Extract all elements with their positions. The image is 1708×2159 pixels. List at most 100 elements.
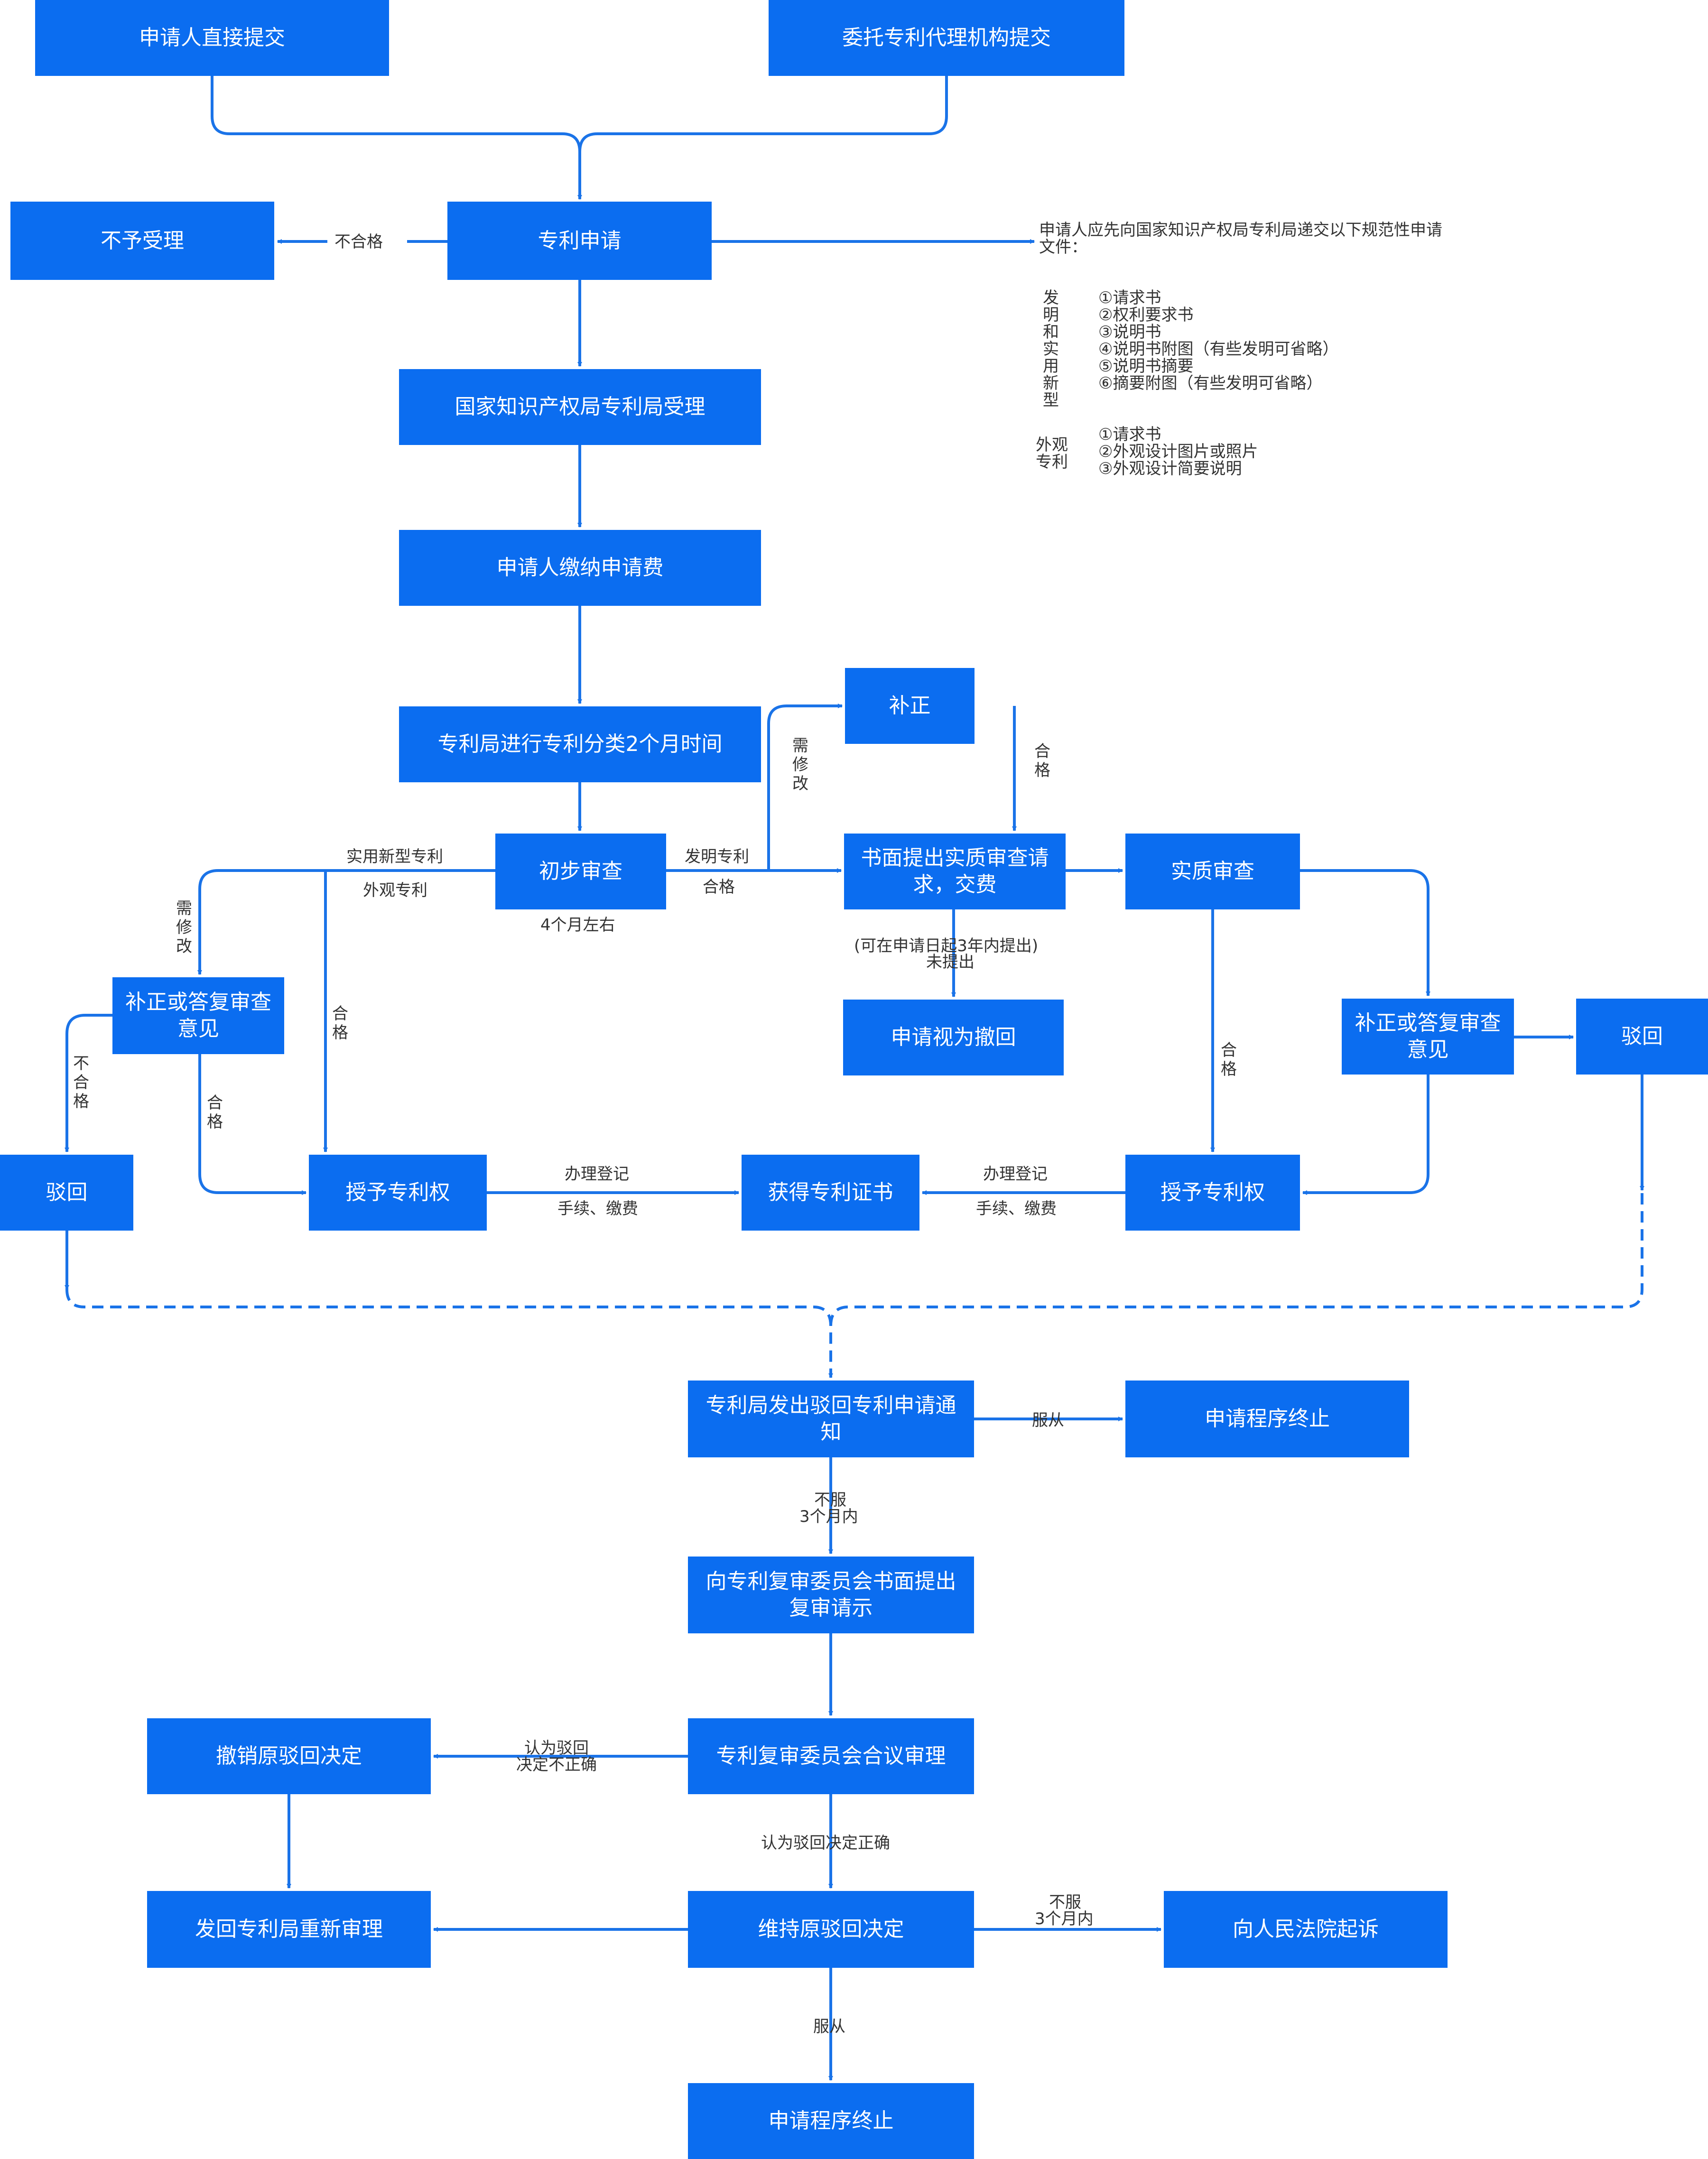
substantive-exam-label: 实质审查 <box>1171 859 1254 883</box>
office-accept-box: 国家知识产权局专利局受理 <box>399 369 761 445</box>
invention-category: 发 明 和 实 用 新 型 <box>1043 288 1059 410</box>
three-months-2-label: 3个月内 <box>1035 1909 1094 1928</box>
design-patent-label: 外观专利 <box>363 881 427 900</box>
documents-intro: 申请人应先向国家知识产权局专利局递交以下规范性申请文件： <box>1039 221 1442 257</box>
unqualified-label: 不合格 <box>334 232 383 251</box>
not-accepted-box: 不予受理 <box>10 202 274 280</box>
revoke-decision-box: 撤销原驳回决定 <box>147 1718 431 1794</box>
review-request-box: 向专利复审委员会书面提出复审请示 <box>688 1557 974 1633</box>
review-request-label: 向专利复审委员会书面提出复审请示 <box>705 1569 956 1620</box>
board-review-box: 专利复审委员会合议审理 <box>688 1718 974 1794</box>
wire-agent-to-apply <box>578 76 948 152</box>
revoke-decision-label: 撤销原驳回决定 <box>216 1744 362 1768</box>
patent-apply-label: 专利申请 <box>538 228 622 253</box>
qualified-top-label: 合 格 <box>1034 742 1050 780</box>
invention-documents-list: ①请求书 ②权利要求书 ③说明书 ④说明书附图（有些发明可省略） ⑤说明书摘要 … <box>1098 288 1339 393</box>
classify-label: 专利局进行专利分类2个月时间 <box>437 732 723 756</box>
pay-fee-box: 申请人缴纳申请费 <box>399 530 761 606</box>
maintain-decision-label: 维持原驳回决定 <box>758 1917 904 1941</box>
deemed-withdrawn-box: 申请视为撤回 <box>843 1000 1064 1075</box>
correct-reply-right-label: 补正或答复审查意见 <box>1355 1011 1501 1062</box>
not-accepted-label: 不予受理 <box>101 228 184 253</box>
grant-left-box: 授予专利权 <box>309 1155 487 1231</box>
procedures-2-label: 手续、缴费 <box>976 1199 1057 1218</box>
get-certificate-box: 获得专利证书 <box>742 1155 919 1231</box>
procedure-end-1-label: 申请程序终止 <box>1205 1407 1330 1431</box>
wire-correct-left-to-reject <box>65 1014 112 1152</box>
grant-right-label: 授予专利权 <box>1160 1180 1265 1205</box>
written-request-label: 书面提出实质审查请求，交费 <box>861 846 1049 897</box>
maintain-decision-box: 维持原驳回决定 <box>688 1891 974 1968</box>
reject-notice-label: 专利局发出驳回专利申请通知 <box>705 1393 956 1444</box>
comply-1-label: 服从 <box>1032 1411 1064 1430</box>
unqualified-left-label: 不 合 格 <box>73 1054 89 1111</box>
office-accept-label: 国家知识产权局专利局受理 <box>455 395 705 419</box>
reject-notice-box: 专利局发出驳回专利申请通知 <box>688 1381 974 1457</box>
qualified-label: 合格 <box>703 878 735 897</box>
procedure-end-2-label: 申请程序终止 <box>768 2109 894 2133</box>
need-modify-left-label: 需 修 改 <box>176 899 192 956</box>
grant-left-label: 授予专利权 <box>345 1180 450 1205</box>
wire-correct-right-to-grant-right <box>1302 1075 1430 1195</box>
disagree-1-label: 不服 <box>814 1491 846 1510</box>
correct-reply-right-box: 补正或答复审查意见 <box>1342 999 1514 1075</box>
reject-left-box: 驳回 <box>0 1155 133 1231</box>
procedure-end-1-box: 申请程序终止 <box>1125 1381 1409 1457</box>
board-review-label: 专利复审委员会合议审理 <box>716 1744 946 1768</box>
classify-box: 专利局进行专利分类2个月时间 <box>399 706 761 782</box>
need-modify-top-label: 需 修 改 <box>792 736 808 793</box>
return-review-label: 发回专利局重新审理 <box>195 1917 383 1941</box>
wire-reject-right-merge <box>829 1193 1643 1326</box>
return-review-box: 发回专利局重新审理 <box>147 1891 431 1968</box>
register-1-label: 办理登记 <box>565 1165 629 1184</box>
disagree-2-label: 不服 <box>1049 1893 1081 1912</box>
design-documents-list: ①请求书 ②外观设计图片或照片 ③外观设计简要说明 <box>1098 425 1258 478</box>
substantive-exam-box: 实质审查 <box>1125 834 1300 909</box>
wire-direct-to-apply <box>211 76 582 200</box>
grant-right-box: 授予专利权 <box>1125 1155 1300 1231</box>
deemed-withdrawn-label: 申请视为撤回 <box>891 1025 1016 1049</box>
within-3-years-label: (可在申请日起3年内提出) <box>854 936 1039 955</box>
written-request-box: 书面提出实质审查请求，交费 <box>844 834 1066 909</box>
apply-direct-label: 申请人直接提交 <box>139 26 285 50</box>
design-category: 外观 专利 <box>1036 436 1068 472</box>
correct-reply-left-label: 补正或答复审查意见 <box>125 990 271 1041</box>
qualified-right-label: 合 格 <box>1221 1041 1237 1079</box>
register-2-label: 办理登记 <box>983 1165 1048 1184</box>
qualified-mid-label: 合 格 <box>332 1004 348 1042</box>
utility-model-label: 实用新型专利 <box>346 847 443 866</box>
correction-box: 补正 <box>845 668 975 744</box>
procedure-end-2-box: 申请程序终止 <box>688 2083 974 2159</box>
correction-label: 补正 <box>889 694 931 718</box>
wrong-decision-2-label: 决定不正确 <box>516 1755 597 1774</box>
correct-decision-label: 认为驳回决定正确 <box>761 1834 890 1853</box>
sue-court-box: 向人民法院起诉 <box>1164 1891 1448 1968</box>
apply-agent-box: 委托专利代理机构提交 <box>769 0 1124 76</box>
procedures-1-label: 手续、缴费 <box>557 1199 638 1218</box>
reject-right-label: 驳回 <box>1621 1024 1663 1048</box>
wire-correct-left-to-grant <box>198 1054 306 1195</box>
apply-agent-label: 委托专利代理机构提交 <box>842 26 1051 50</box>
correct-reply-left-box: 补正或答复审查意见 <box>112 977 284 1054</box>
qualified-left-label: 合 格 <box>207 1093 223 1131</box>
apply-direct-box: 申请人直接提交 <box>35 0 389 76</box>
prelim-exam-box: 初步审查 <box>495 834 666 909</box>
wire-prelim-to-correct-left <box>197 869 495 975</box>
invention-patent-label: 发明专利 <box>685 847 749 866</box>
pay-fee-label: 申请人缴纳申请费 <box>496 556 664 580</box>
wire-prelim-to-correction <box>767 704 843 871</box>
reject-left-label: 驳回 <box>46 1180 88 1205</box>
prelim-exam-label: 初步审查 <box>539 859 622 883</box>
not-submitted-label: 未提出 <box>926 953 975 972</box>
patent-apply-box: 专利申请 <box>447 202 712 280</box>
three-months-1-label: 3个月内 <box>799 1507 858 1526</box>
sue-court-label: 向人民法院起诉 <box>1233 1917 1379 1941</box>
comply-2-label: 服从 <box>813 2017 845 2036</box>
reject-right-box: 驳回 <box>1576 999 1708 1075</box>
get-certificate-label: 获得专利证书 <box>768 1180 893 1205</box>
wire-reject-left-merge <box>65 1289 833 1378</box>
four-months-label: 4个月左右 <box>540 916 615 935</box>
wire-substantive-to-correct-right <box>1300 869 1430 996</box>
